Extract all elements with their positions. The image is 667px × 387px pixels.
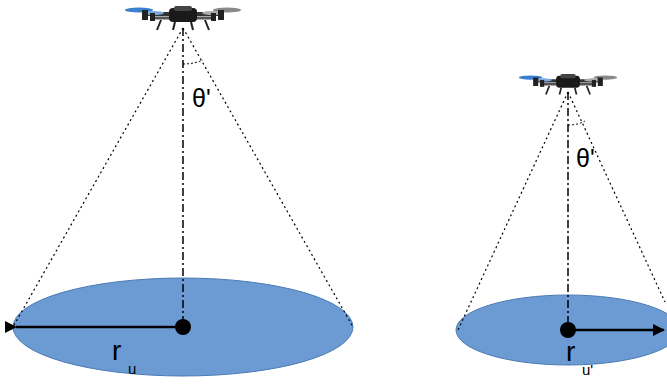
radius-label: r bbox=[566, 338, 575, 366]
radius-subscript: u bbox=[128, 361, 136, 376]
angle-label: θ' bbox=[192, 86, 211, 111]
radius-label: r bbox=[112, 337, 121, 365]
scene-low bbox=[456, 74, 667, 365]
radius-subscript: u' bbox=[582, 362, 593, 377]
angle-label: θ' bbox=[576, 146, 595, 171]
scene-high bbox=[13, 6, 353, 376]
